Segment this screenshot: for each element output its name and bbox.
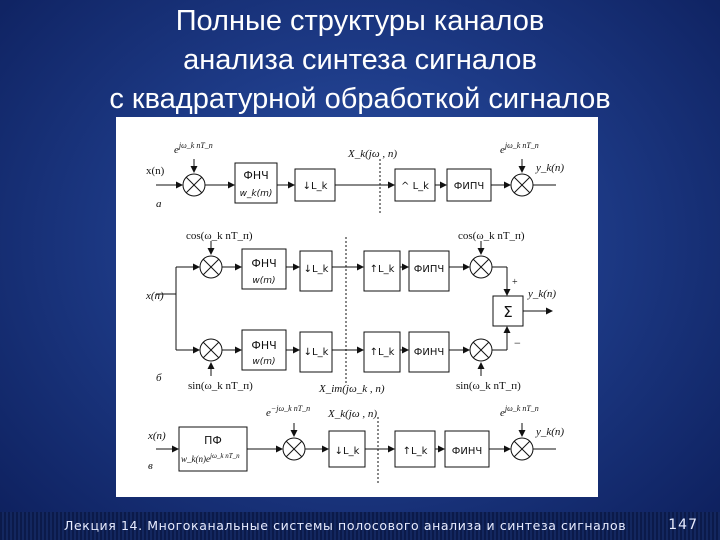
b-sum-block: Σ: [503, 303, 512, 321]
a-tag: а: [156, 198, 162, 210]
a-input-label: x(n): [146, 165, 165, 177]
b-filter-bot-block: ФИНЧ: [414, 347, 444, 358]
c-filter-block: ФИНЧ: [452, 446, 482, 457]
b-sin-out-label: sin(ω_k nT_п): [456, 380, 521, 392]
a-lpf-sub: w_k(m): [240, 189, 273, 199]
diagram-b: x(n) cos(ω_k nT_п) cos(ω_k nT_п) ФНЧ w(m…: [145, 230, 556, 395]
b-decim-top-block: ↓L_k: [304, 264, 329, 275]
title-line-2: анализа синтеза сигналов: [183, 44, 537, 76]
a-lpf-block: ФНЧ: [243, 169, 268, 182]
b-interp-bot-block: ↑L_k: [370, 347, 395, 358]
b-mid-label: X_im(jω_k , n): [318, 383, 385, 395]
diagram-c: x(n) в ПФ ↓L_k ↑L_k ФИНЧ w_k(n)ejω_k nT_…: [147, 404, 564, 472]
c-exp-in-label: e−jω_k nT_п: [266, 404, 310, 419]
c-output-label: y_k(n): [535, 426, 564, 438]
b-interp-top-block: ↑L_k: [370, 264, 395, 275]
a-interp-block: ^ L_k: [401, 181, 429, 192]
a-exp-in-label: ejω_k nT_п: [174, 141, 213, 156]
diagram-a: x(n) ejω_k nT_п а ФНЧ w_k(m) ↓L_k ^ L_k …: [146, 141, 564, 210]
a-filter-block: ФИПЧ: [454, 181, 484, 192]
c-bpf-sub: w_k(n)ejω_k nT_п: [181, 452, 240, 464]
c-input-label: x(n): [147, 430, 166, 442]
b-cos-in-label: cos(ω_k nT_п): [186, 230, 253, 242]
b-output-label: y_k(n): [527, 288, 556, 300]
footer-lecture: Лекция 14. Многоканальные системы полосо…: [64, 518, 627, 533]
b-lpf-top-sub: w(m): [252, 276, 275, 286]
slide-title: Полные структуры каналов анализа синтеза…: [0, 2, 720, 119]
block-diagrams: x(n) ejω_k nT_п а ФНЧ w_k(m) ↓L_k ^ L_k …: [145, 141, 564, 485]
b-input-label: x(n): [145, 290, 164, 302]
c-mid-label: X_k(jω , n): [327, 408, 377, 420]
b-lpf-top-block: ФНЧ: [251, 257, 276, 270]
c-decim-block: ↓L_k: [335, 446, 360, 457]
c-interp-block: ↑L_k: [403, 446, 428, 457]
c-exp-out-label: ejω_k nT_п: [500, 404, 539, 419]
a-mid-label: X_k(jω , n): [347, 148, 397, 160]
b-sin-in-label: sin(ω_k nT_п): [188, 380, 253, 392]
b-minus-sign: −: [514, 336, 521, 350]
title-line-3: с квадратурной обработкой сигналов: [109, 83, 611, 115]
b-tag: б: [156, 372, 162, 384]
c-tag: в: [148, 460, 153, 472]
b-cos-out-label: cos(ω_k nT_п): [458, 230, 525, 242]
a-output-label: y_k(n): [535, 162, 564, 174]
b-decim-bot-block: ↓L_k: [304, 347, 329, 358]
diagram-panel: x(n) ejω_k nT_п а ФНЧ w_k(m) ↓L_k ^ L_k …: [116, 117, 598, 497]
b-lpf-bot-block: ФНЧ: [251, 339, 276, 352]
b-lpf-bot-sub: w(m): [252, 357, 275, 367]
a-exp-out-label: ejω_k nT_п: [500, 141, 539, 156]
footer-bar: [0, 512, 720, 540]
c-bpf-block: ПФ: [204, 434, 222, 447]
title-line-1: Полные структуры каналов: [175, 5, 545, 37]
page-number: 147: [668, 517, 698, 533]
b-filter-top-block: ФИПЧ: [414, 264, 444, 275]
a-decim-block: ↓L_k: [303, 181, 328, 192]
b-plus-sign: +: [512, 277, 518, 288]
